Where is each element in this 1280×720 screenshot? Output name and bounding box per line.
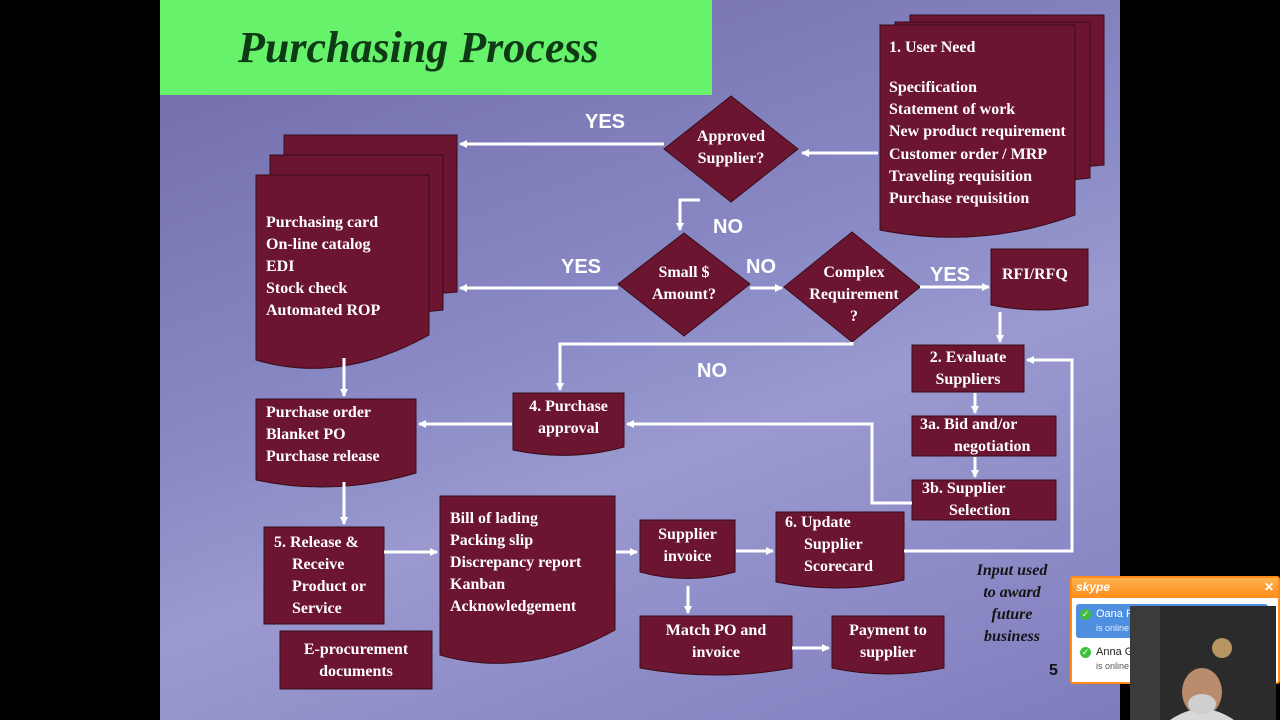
page-title: Purchasing Process [238,23,599,72]
release-box [263,526,385,625]
eprocurement-text: E-procurement documents [303,641,409,680]
skype-header: skype ✕ [1072,578,1278,598]
selection-box [911,479,1057,521]
purchase-order-shape [255,398,417,488]
methods-shape [255,134,458,369]
payment-shape [831,615,945,675]
user-need-item: Purchase requisition [889,190,1030,207]
complex-requirement-text: Complex Requirement ? [809,264,899,325]
pen-icon[interactable]: ✎ [192,692,219,708]
close-icon[interactable]: ✕ [1263,580,1274,594]
slide-nav: ◄✎▭► [168,692,271,708]
approval-shape [512,392,625,456]
yes-label-complex: YES [930,264,971,286]
arrow-right-icon[interactable]: ► [245,692,271,708]
contact-name: Anna Gl [1096,646,1136,658]
yes-label-approved: YES [585,111,626,133]
user-need-shape [879,14,1105,238]
online-check-icon: ✓ [1080,647,1091,658]
flowchart [255,14,1105,690]
contact-name: Oana P [1096,608,1134,620]
bid-box [911,415,1057,457]
arrow-left-icon[interactable]: ◄ [168,692,193,708]
small-amount-diamond [617,232,751,337]
slide: Purchasing Process [160,0,1120,720]
slide-number: 5 [1049,662,1058,679]
approval-text: 4. Purchase approval [529,398,608,437]
documents-text: Bill of lading Packing slip Discrepancy … [450,510,582,615]
no-label-approved: NO [713,216,743,238]
webcam-overlay [1130,606,1276,720]
evaluate-text: 2. Evaluate Suppliers [929,349,1007,388]
eprocurement-box [279,630,433,690]
user-need-title: 1. User Need [889,39,976,56]
selection-text: 3b. Supplier Selection [922,480,1011,519]
webcam-image [1130,606,1276,720]
user-need-item: New product requirement [889,123,1066,140]
match-text: Match PO and invoice [665,622,767,661]
supplier-invoice-shape [639,519,736,579]
user-need-item: Traveling requisition [889,168,1032,185]
no-label-complex: NO [697,360,727,382]
no-label-small: NO [746,256,776,278]
user-need-item: Specification [889,79,977,96]
release-text: 5. Release & Receive Product or Service [274,534,366,617]
supplier-invoice-text: Supplier invoice [658,526,717,565]
approved-supplier-diamond [663,95,799,203]
user-need-item: Statement of work [889,101,1016,118]
online-check-icon: ✓ [1080,609,1091,620]
contact-status: is online [1096,623,1130,633]
user-need-item: Customer order / MRP [889,146,1048,163]
purchase-order-text: Purchase order Blanket PO Purchase relea… [266,404,380,465]
payment-text: Payment to supplier [849,622,927,661]
title-bar: Purchasing Process [160,0,712,95]
menu-icon[interactable]: ▭ [218,692,246,708]
scorecard-text: 6. Update Supplier Scorecard [785,514,874,575]
methods-text: Purchasing card On-line catalog EDI Stoc… [266,214,381,319]
evaluate-box [911,344,1025,393]
contact-item[interactable]: ✓ Anna Gl is online [1076,642,1268,676]
documents-shape [439,495,616,664]
connectors [340,140,1074,652]
input-note: Input used to award future business [976,562,1048,645]
rfi-shape [990,248,1089,311]
rfi-text: RFI/RFQ [1002,266,1068,283]
small-amount-text: Small $ Amount? [651,264,716,303]
yes-label-small: YES [561,256,602,278]
bid-text: 3a. Bid and/or negotiation [920,416,1031,455]
contact-status: is online [1096,661,1130,671]
match-shape [639,615,793,676]
skype-logo: skype [1076,580,1111,594]
approved-supplier-text: Approved Supplier? [696,128,766,167]
scorecard-shape [775,511,905,589]
